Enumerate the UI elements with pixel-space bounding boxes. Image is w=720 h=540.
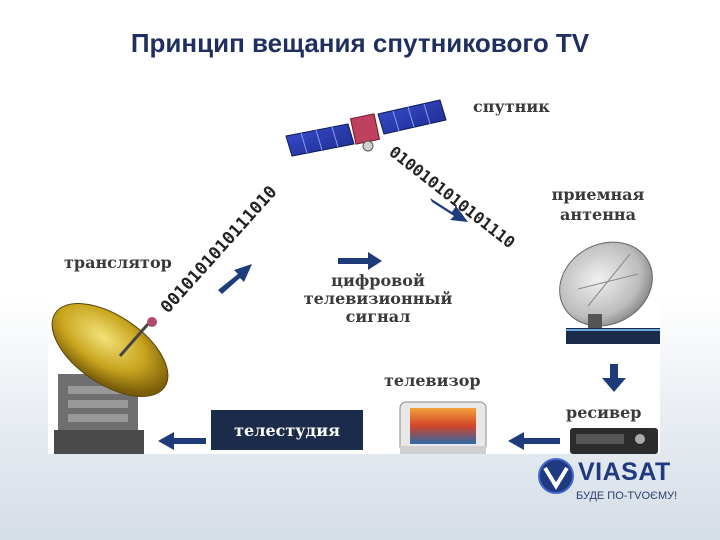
arrow-down — [602, 364, 626, 392]
diagram-area: 0010101010111010 0100101010101110 — [48, 94, 660, 454]
label-digital-signal: цифровой телевизионный сигнал — [278, 272, 478, 325]
logo-name: VIASAT — [578, 458, 671, 487]
satellite-icon — [286, 100, 446, 156]
label-signal-line1: цифровой — [278, 272, 478, 289]
viasat-logo-icon — [536, 456, 576, 496]
binary-stream-down: 0100101010101110 — [386, 142, 519, 252]
label-receiving-antenna: приемная антенна — [538, 186, 658, 223]
arrow-uplink — [218, 264, 252, 294]
label-receiving-antenna-line2: антенна — [538, 206, 658, 223]
arrow-left-studio — [158, 432, 206, 450]
logo-tagline: БУДЕ ПО-TVОЄМУ! — [576, 490, 677, 502]
slide-title: Принцип вещания спутникового TV — [0, 28, 720, 59]
receiver-box-icon — [570, 428, 658, 454]
arrow-signal — [338, 252, 382, 270]
label-signal-line2: телевизионный — [278, 290, 478, 307]
label-receiving-antenna-line1: приемная — [538, 186, 658, 203]
label-receiver: ресивер — [566, 404, 641, 421]
label-transmitter: транслятор — [64, 254, 172, 271]
viasat-logo: VIASAT БУДЕ ПО-TVОЄМУ! — [536, 452, 686, 512]
arrow-left-tv — [508, 432, 560, 450]
studio-box: телестудия — [211, 410, 363, 450]
binary-stream-up: 0010101010111010 — [157, 182, 281, 317]
label-satellite: спутник — [473, 98, 550, 115]
receiving-dish-icon — [545, 226, 660, 344]
label-studio: телестудия — [234, 421, 340, 440]
television-icon — [400, 402, 486, 454]
label-tv: телевизор — [384, 372, 481, 389]
label-signal-line3: сигнал — [278, 308, 478, 325]
